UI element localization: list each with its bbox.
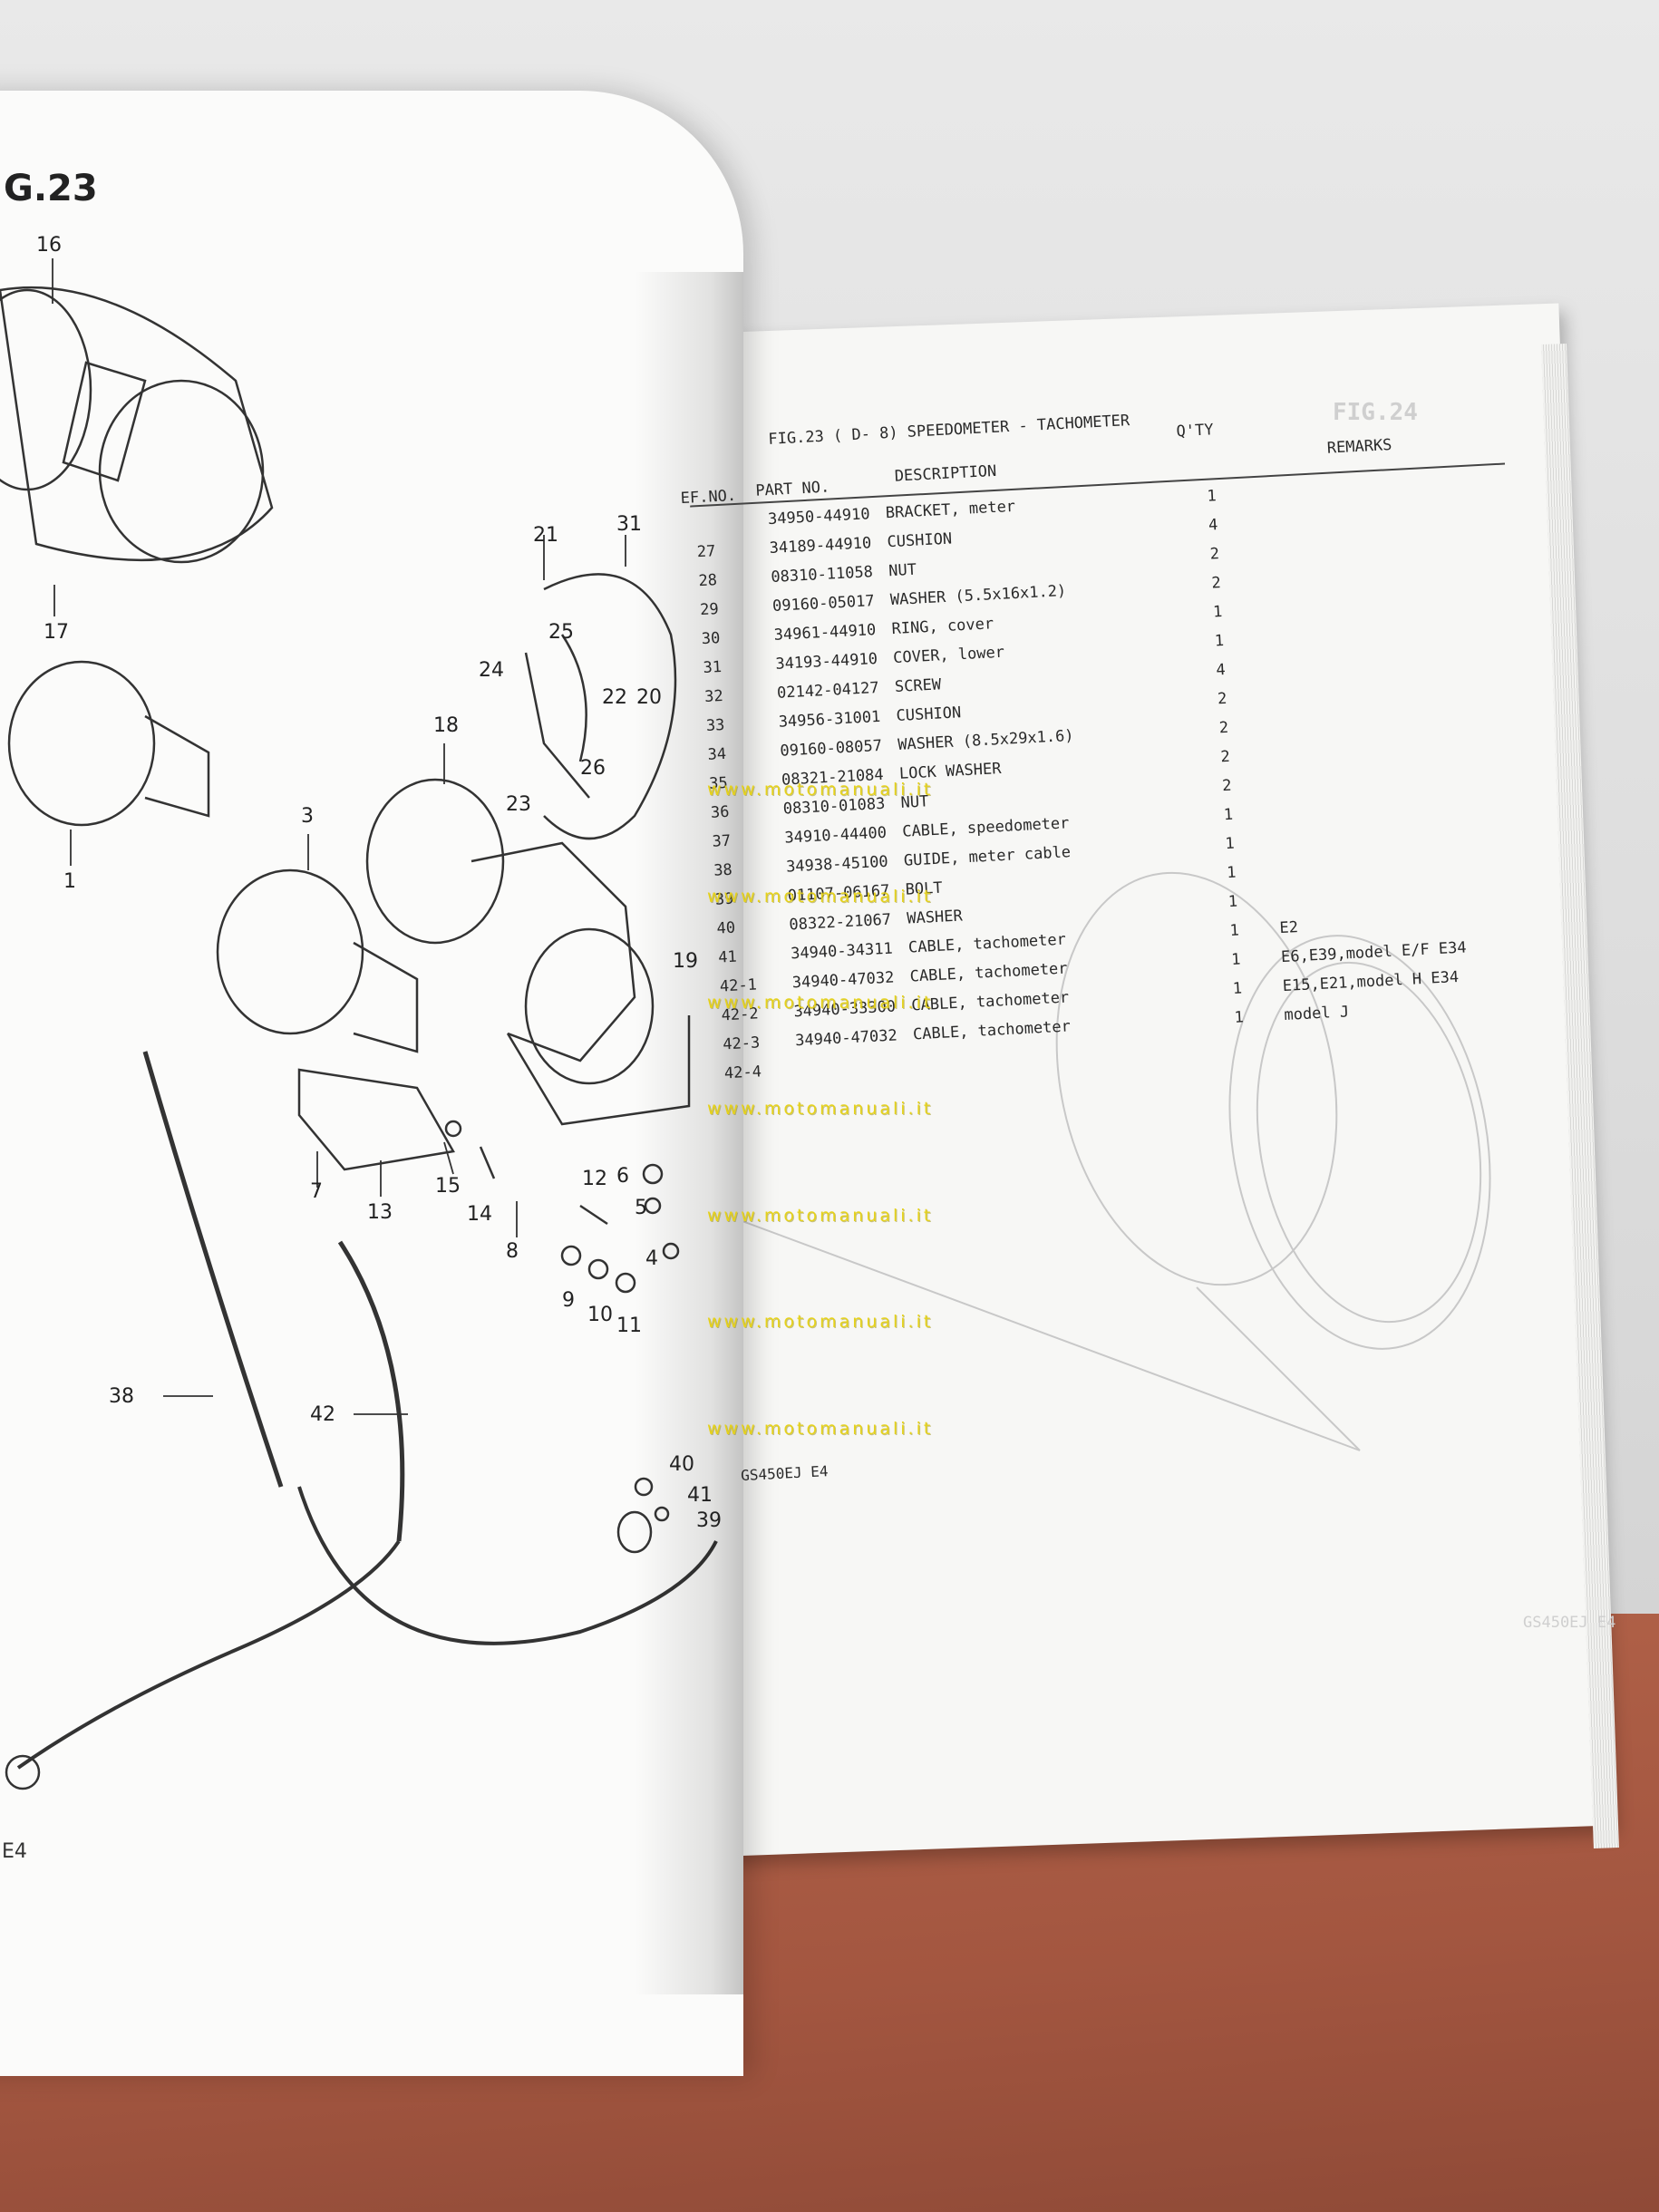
tachometer-gauge bbox=[216, 868, 364, 1035]
callout-21: 21 bbox=[533, 524, 558, 547]
callout-9: 9 bbox=[562, 1289, 575, 1312]
speedometer-cable bbox=[142, 1051, 284, 1488]
callout-10: 10 bbox=[587, 1304, 613, 1326]
callout-39: 39 bbox=[696, 1509, 722, 1532]
callout-31: 31 bbox=[616, 513, 642, 536]
callout-4: 4 bbox=[645, 1247, 658, 1270]
bleed-through-fig-label: FIG.24 bbox=[1333, 399, 1418, 426]
header-desc: DESCRIPTION bbox=[894, 461, 997, 486]
watermark: www.motomanuali.it bbox=[707, 993, 934, 1013]
callout-17: 17 bbox=[44, 621, 69, 644]
header-remarks: REMARKS bbox=[1326, 435, 1392, 458]
callout-19: 19 bbox=[673, 950, 698, 973]
callout-42: 42 bbox=[310, 1403, 335, 1426]
parts-list: FIG.23 ( D- 8) SPEEDOMETER - TACHOMETER … bbox=[680, 354, 1584, 1576]
callout-6: 6 bbox=[616, 1165, 629, 1188]
callout-40: 40 bbox=[669, 1453, 694, 1476]
parts-list-footer: GS450EJ E4 bbox=[740, 1462, 829, 1485]
callout-1: 1 bbox=[63, 870, 76, 893]
callout-20: 20 bbox=[636, 686, 662, 709]
callout-13: 13 bbox=[367, 1201, 393, 1224]
watermark: www.motomanuali.it bbox=[707, 1419, 934, 1439]
callout-41: 41 bbox=[687, 1484, 713, 1507]
callout-12: 12 bbox=[582, 1168, 607, 1190]
left-page-footer: E4 bbox=[2, 1840, 27, 1863]
watermark: www.motomanuali.it bbox=[707, 1206, 934, 1226]
callout-16: 16 bbox=[36, 234, 62, 257]
meter-housing-left bbox=[0, 288, 92, 491]
bleed-through-footer: GS450EJ E4 bbox=[1523, 1614, 1616, 1632]
callout-26: 26 bbox=[580, 757, 606, 780]
callout-11: 11 bbox=[616, 1315, 642, 1337]
callout-3: 3 bbox=[301, 805, 314, 828]
callout-38: 38 bbox=[109, 1385, 134, 1408]
watermark: www.motomanuali.it bbox=[707, 887, 934, 907]
callout-14: 14 bbox=[467, 1203, 492, 1226]
callout-18: 18 bbox=[433, 714, 459, 737]
header-qty: Q'TY bbox=[1176, 421, 1215, 441]
speedometer-gauge bbox=[7, 660, 156, 827]
callout-22: 22 bbox=[602, 686, 627, 709]
callout-8: 8 bbox=[506, 1240, 519, 1263]
left-page bbox=[0, 91, 743, 2076]
parts-list-title: FIG.23 ( D- 8) SPEEDOMETER - TACHOMETER bbox=[767, 412, 1130, 449]
callout-15: 15 bbox=[435, 1175, 461, 1198]
callout-24: 24 bbox=[479, 659, 504, 682]
meter-housing-right bbox=[98, 379, 265, 564]
tachometer-cable bbox=[337, 1240, 405, 1542]
watermark: www.motomanuali.it bbox=[707, 1099, 934, 1119]
callout-7: 7 bbox=[310, 1180, 323, 1203]
figure-label: G.23 bbox=[4, 168, 98, 209]
callout-23: 23 bbox=[506, 793, 531, 816]
watermark: www.motomanuali.it bbox=[707, 1312, 934, 1332]
watermark: www.motomanuali.it bbox=[707, 780, 934, 800]
callout-5: 5 bbox=[635, 1197, 647, 1219]
header-part: PART NO. bbox=[754, 478, 830, 500]
callout-25: 25 bbox=[548, 621, 574, 644]
